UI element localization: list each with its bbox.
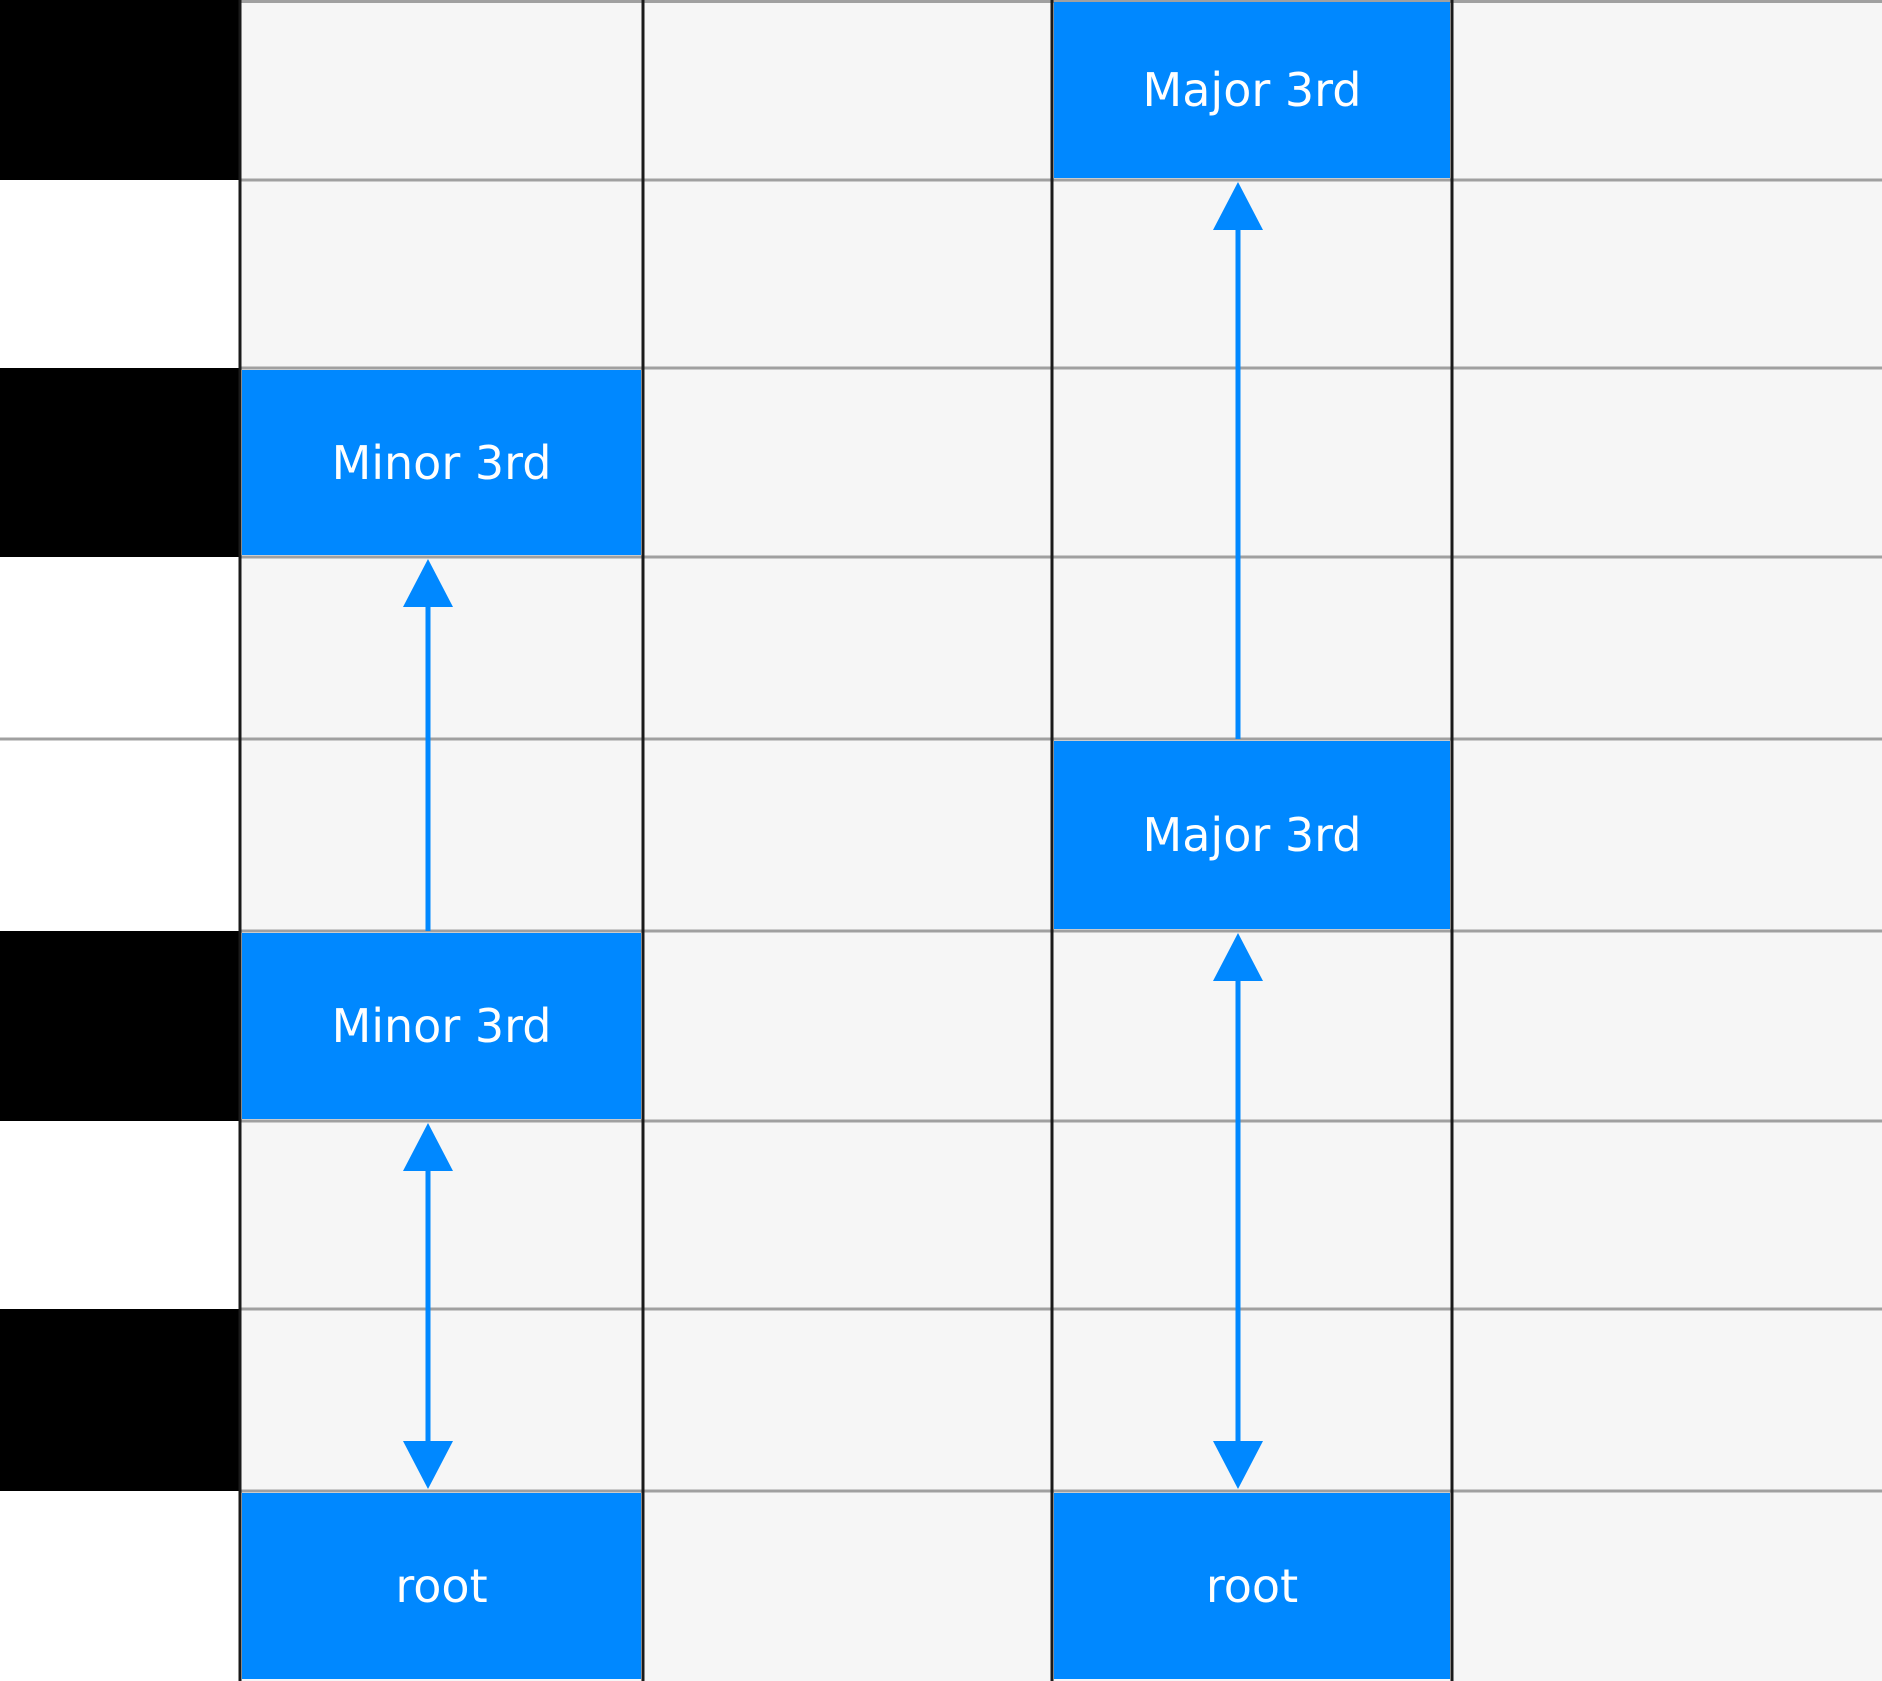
root-note-right: root [1054,1493,1450,1679]
white-key [0,1121,240,1309]
white-key [0,1491,240,1681]
arrow-head-up [403,1123,453,1171]
arrow-head-up [1213,933,1263,981]
black-key [0,368,240,557]
major-third-lower-note: Major 3rd [1054,741,1450,929]
white-key [0,180,240,368]
white-key [0,739,240,931]
root-note-left: root [242,1493,641,1679]
arrow-head-down [1213,1441,1263,1489]
minor-third-lower-note: Minor 3rd [242,933,641,1119]
major-third-upper-note: Major 3rd [1054,2,1450,178]
arrow-head-up [1213,182,1263,230]
black-key [0,0,240,180]
arrow-head-up [403,559,453,607]
black-key [0,1309,240,1491]
minor-third-upper-note: Minor 3rd [242,370,641,555]
black-key [0,931,240,1121]
white-key [0,557,240,739]
arrow-head-down [403,1441,453,1489]
